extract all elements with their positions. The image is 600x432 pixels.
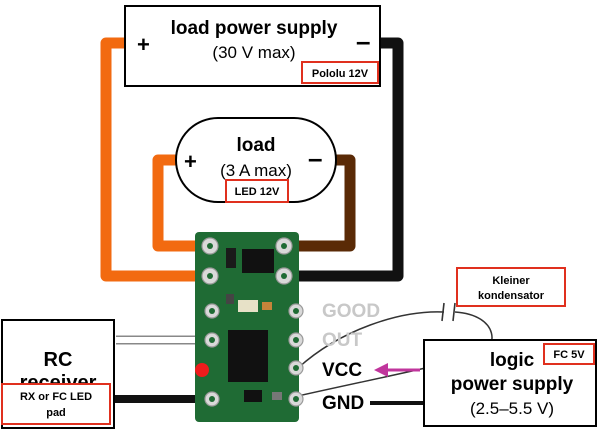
vcc-arrow [374,363,420,377]
wires [100,37,493,405]
wire-supply-negative [296,37,404,282]
logic-supply-line2: power supply [451,374,574,395]
capacitor-note-line1: Kleiner [492,275,530,287]
pin-label-vcc: VCC [322,360,362,381]
supply-title: load power supply [171,18,338,39]
capacitor-lead-left [297,311,445,369]
pin-labels: GOOD OUT VCC GND [322,301,380,414]
logic-supply-line3: (2.5–5.5 V) [470,399,554,418]
logic-power-supply: logic power supply (2.5–5.5 V) FC 5V [423,339,597,427]
load: + load (3 A max) – LED 12V [175,117,337,203]
load-note: LED 12V [235,186,280,198]
board-red-led [195,363,209,377]
load-minus-sign: – [308,143,322,173]
logic-supply-note: FC 5V [553,349,585,361]
load-title: load [236,135,275,156]
load-power-supply: + load power supply (30 V max) – Pololu … [124,5,381,87]
pin-label-gnd: GND [322,393,364,414]
load-subtitle: (3 A max) [220,161,292,180]
supply-subtitle: (30 V max) [212,43,295,62]
supply-minus-sign: – [356,26,370,56]
driver-board [195,232,304,422]
wire-load-positive [152,154,200,252]
logic-supply-line1: logic [490,350,535,371]
pin-label-good: GOOD [322,301,380,322]
wire-load-negative [296,154,356,252]
rc-receiver-note-line2: pad [46,407,66,419]
capacitor-note-line2: kondensator [478,290,545,302]
wire-supply-positive [100,37,200,282]
capacitor-note: Kleiner kondensator [456,267,566,307]
rc-receiver-note-line1: RX or FC LED [20,391,92,403]
rc-receiver-line1: RC [44,349,73,371]
pin-label-out: OUT [322,330,363,351]
supply-note: Pololu 12V [312,68,369,80]
load-plus-sign: + [184,149,197,174]
rc-receiver: RC receiver RX or FC LED pad [1,319,115,429]
supply-plus-sign: + [137,32,150,57]
capacitor-symbol [441,302,456,322]
board-components [226,248,282,402]
